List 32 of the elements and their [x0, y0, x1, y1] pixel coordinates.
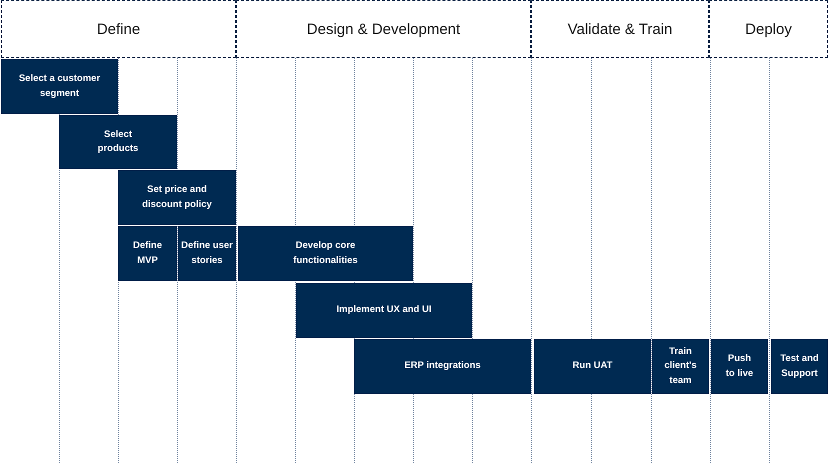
task-label: Develop core functionalities	[292, 239, 359, 268]
task-bar	[118, 226, 177, 281]
task-label: Train client's team	[663, 345, 698, 388]
phase-header	[531, 0, 709, 58]
phase-title: Define	[96, 20, 140, 38]
task-label: ERP integrations	[403, 359, 482, 374]
phase-header	[1, 0, 236, 58]
phase-header	[709, 0, 828, 58]
phase-title: Validate & Train	[568, 20, 672, 38]
task-bar	[652, 339, 709, 394]
task-bar	[59, 115, 177, 169]
task-label: Select a customer segment	[18, 72, 102, 100]
task-label: Test and Support	[779, 352, 820, 380]
task-label: Set price and discount policy	[141, 183, 213, 212]
task-bar	[534, 339, 651, 394]
task-bar	[178, 226, 236, 281]
task-label: Define MVP	[132, 239, 164, 268]
task-bar	[771, 339, 828, 394]
task-label: Select products	[96, 128, 140, 156]
phase-title: Deploy	[745, 20, 792, 38]
phase-title: Design & Development	[306, 20, 460, 38]
task-label: Implement UX and UI	[335, 303, 432, 318]
task-bar	[296, 283, 472, 338]
task-bar	[711, 339, 768, 394]
task-bar	[118, 170, 236, 225]
task-bar	[1, 59, 118, 114]
task-label: Define user stories	[180, 239, 234, 268]
task-label: Push to live	[724, 352, 754, 380]
phase-header	[236, 0, 531, 58]
task-label: Run UAT	[572, 359, 614, 374]
task-bar	[238, 226, 413, 281]
task-bar	[354, 339, 531, 394]
